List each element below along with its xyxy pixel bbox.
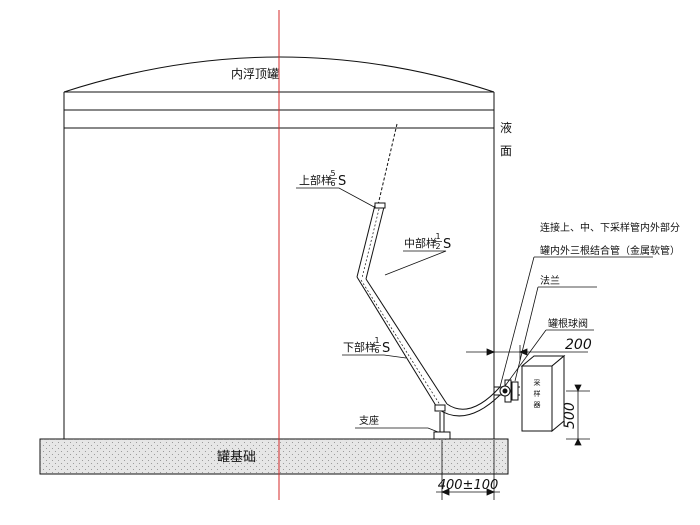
root-valve bbox=[499, 385, 511, 397]
lower-sample-frac-den: 6 bbox=[374, 346, 379, 355]
middle-sample-frac-num: 1 bbox=[435, 232, 440, 241]
cabinet-label-1: 采 bbox=[534, 378, 541, 387]
flange-label: 法兰 bbox=[540, 274, 560, 287]
middle-sample-s: S bbox=[443, 237, 451, 252]
dimension-500-label: 500 bbox=[562, 402, 578, 429]
dimension-200 bbox=[466, 345, 588, 360]
leader-lines bbox=[296, 187, 653, 433]
tank-title: 内浮顶罐 bbox=[231, 67, 279, 81]
dimension-500 bbox=[566, 384, 590, 446]
middle-sample-frac-den: 2 bbox=[435, 242, 440, 251]
dimension-200-label: 200 bbox=[565, 337, 592, 353]
sampler-cabinet bbox=[520, 354, 566, 433]
lower-sample-s: S bbox=[382, 341, 390, 356]
upper-sample-s: S bbox=[338, 174, 346, 189]
lower-sample-label: 下部样 bbox=[343, 340, 376, 354]
liquid-level-label-2: 面 bbox=[500, 144, 512, 158]
cabinet-label-2: 样 bbox=[534, 389, 541, 398]
hose-note-line-2: 罐内外三根结合管（金属软管） bbox=[540, 244, 680, 257]
support-label: 支座 bbox=[359, 414, 379, 427]
dimension-base-offset-label: 400±100 bbox=[438, 478, 499, 493]
upper-sample-label: 上部样 bbox=[299, 173, 332, 187]
sample-pipe bbox=[356, 123, 501, 417]
middle-sample-label: 中部样 bbox=[404, 236, 437, 250]
foundation-label: 罐基础 bbox=[217, 450, 256, 465]
foundation-hatch bbox=[40, 439, 508, 474]
tank-shell bbox=[63, 56, 495, 439]
liquid-level-label-1: 液 bbox=[500, 120, 512, 135]
pipe-support bbox=[433, 412, 451, 440]
root-valve-label: 罐根球阀 bbox=[548, 317, 588, 330]
upper-sample-frac-num: 5 bbox=[330, 169, 335, 178]
dimension-base-offset bbox=[436, 440, 500, 500]
hose-note-line-1: 连接上、中、下采样管内外部分 bbox=[540, 221, 680, 234]
upper-sample-frac-den: 6 bbox=[330, 179, 335, 188]
pipe-joints bbox=[374, 202, 446, 412]
lower-sample-frac-num: 1 bbox=[374, 336, 379, 345]
cabinet-label-3: 器 bbox=[534, 401, 541, 409]
